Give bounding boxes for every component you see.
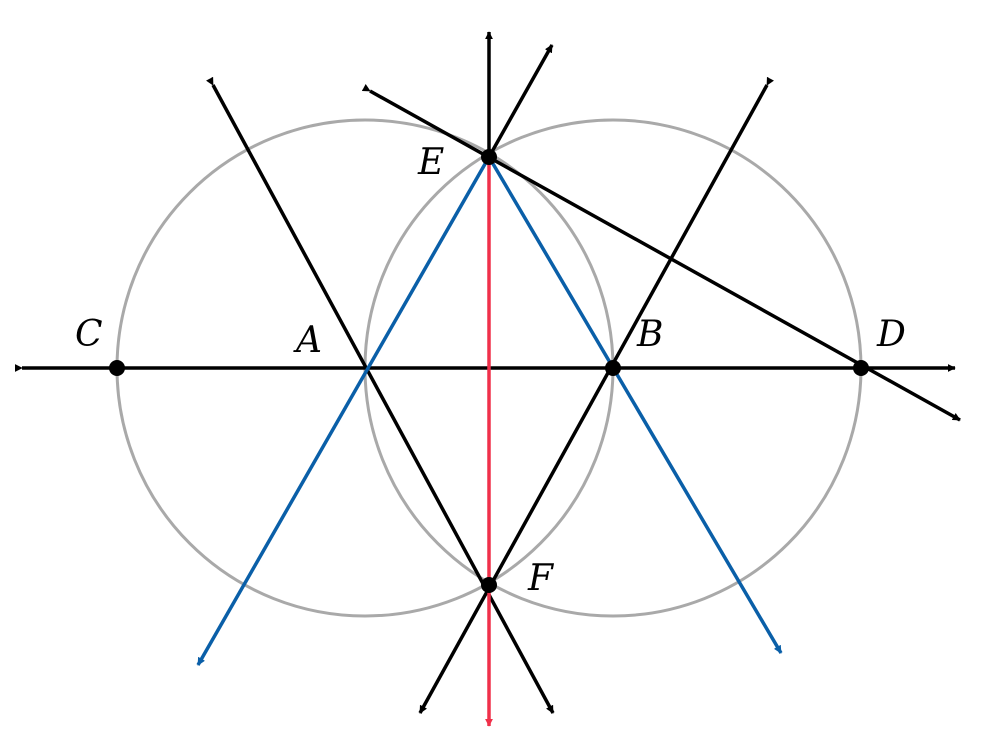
ray-ea-blue xyxy=(196,156,491,666)
label-a: A xyxy=(293,320,322,361)
point-d xyxy=(853,360,869,376)
label-e: E xyxy=(417,142,444,183)
label-c: C xyxy=(75,314,103,355)
line-ed xyxy=(361,83,961,422)
point-c xyxy=(109,360,125,376)
point-e xyxy=(481,149,497,165)
ray-eb-blue xyxy=(487,156,783,654)
line-bf xyxy=(418,76,774,714)
point-b xyxy=(605,360,621,376)
point-f xyxy=(481,577,497,593)
ray-e-up-right xyxy=(487,44,554,158)
label-f: F xyxy=(527,558,555,599)
label-b: B xyxy=(636,314,663,355)
label-d: D xyxy=(876,314,906,355)
